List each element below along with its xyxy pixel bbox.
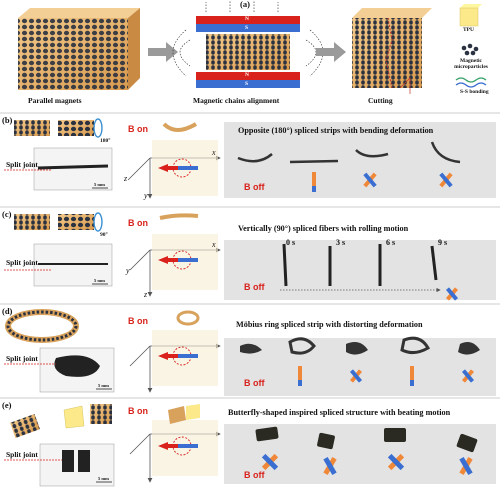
bond-legend-swatch xyxy=(455,77,487,88)
panel-b-scale: 5 mm xyxy=(94,182,105,187)
panel-e-label: (e) xyxy=(2,400,12,410)
panel-e-graphics xyxy=(4,404,496,487)
panel-a-graphics xyxy=(18,0,487,94)
panel-e-scale: 5 mm xyxy=(98,476,109,481)
step-cutting: Cutting xyxy=(368,96,393,105)
magnet-top-s: S xyxy=(245,25,249,31)
panel-a-label: (a) xyxy=(240,0,250,9)
panel-c-graphics xyxy=(4,212,496,301)
panel-c-time-0: 0 s xyxy=(286,238,296,247)
panel-c-time-6: 6 s xyxy=(386,238,396,247)
panel-c-label: (c) xyxy=(2,209,12,219)
panel-b-axis-x: x xyxy=(212,148,216,157)
tpu-legend-swatch xyxy=(459,7,479,27)
magnet-bottom-s: S xyxy=(245,81,249,87)
panel-c-title: Vertically (90°) spliced fibers with rol… xyxy=(238,224,409,233)
step-chain-alignment: Magnetic chains alignment xyxy=(193,96,280,105)
panel-d-graphics xyxy=(4,309,496,396)
panel-b-axis-z: z xyxy=(124,174,128,183)
process-arrow-1 xyxy=(148,42,178,62)
panel-d-split-joint: Split joint xyxy=(6,354,38,363)
panel-c-b-off: B off xyxy=(244,282,265,292)
panel-c-split-joint: Split joint xyxy=(6,258,38,267)
panel-c-b-on: B on xyxy=(128,218,148,228)
panel-b-title: Opposite (180°) spliced strips with bend… xyxy=(238,126,434,135)
panel-d-title: Möbius ring spliced strip with distortin… xyxy=(236,320,423,329)
magnet-bottom-n: N xyxy=(245,72,249,78)
panel-e-split-joint: Split joint xyxy=(6,450,38,459)
top-magnet xyxy=(196,16,300,24)
panel-c-axis-y: y xyxy=(126,266,130,275)
particles-legend-swatch xyxy=(461,43,479,56)
panel-b-graphics xyxy=(4,118,496,199)
panel-b-axis-y: y xyxy=(144,191,148,200)
panel-c-angle: 90° xyxy=(100,232,108,238)
panel-d-scale: 5 mm xyxy=(98,383,109,388)
panel-e-title: Butterfly-shaped inspired spliced struct… xyxy=(228,408,451,417)
magnet-top-n: N xyxy=(245,16,249,22)
panel-separators xyxy=(0,112,500,399)
panel-b-angle: 180° xyxy=(100,138,111,144)
panel-d-b-off: B off xyxy=(244,378,265,388)
panel-b-label: (b) xyxy=(2,115,13,125)
panel-e-b-off: B off xyxy=(244,470,265,480)
process-arrow-2 xyxy=(316,42,346,62)
bottom-magnet xyxy=(196,72,300,80)
panel-b-b-on: B on xyxy=(128,124,148,134)
panel-d-label: (d) xyxy=(2,306,13,316)
panel-c-time-3: 3 s xyxy=(336,238,346,247)
legend-bond: S-S bonding xyxy=(460,89,489,95)
panel-e-b-on: B on xyxy=(128,406,148,416)
panel-c-axis-z: z xyxy=(144,290,148,299)
panel-d-b-on: B on xyxy=(128,316,148,326)
legend-tpu: TPU xyxy=(463,27,474,33)
step-parallel-magnets: Parallel magnets xyxy=(28,96,82,105)
legend-particles: Magnetic microparticles xyxy=(454,58,488,70)
panel-c-scale: 5 mm xyxy=(94,278,105,283)
panel-c-time-9: 9 s xyxy=(438,238,448,247)
panel-b-b-off: B off xyxy=(244,182,265,192)
panel-b-split-joint: Split joint xyxy=(6,160,38,169)
panel-c-axis-x: x xyxy=(212,240,216,249)
